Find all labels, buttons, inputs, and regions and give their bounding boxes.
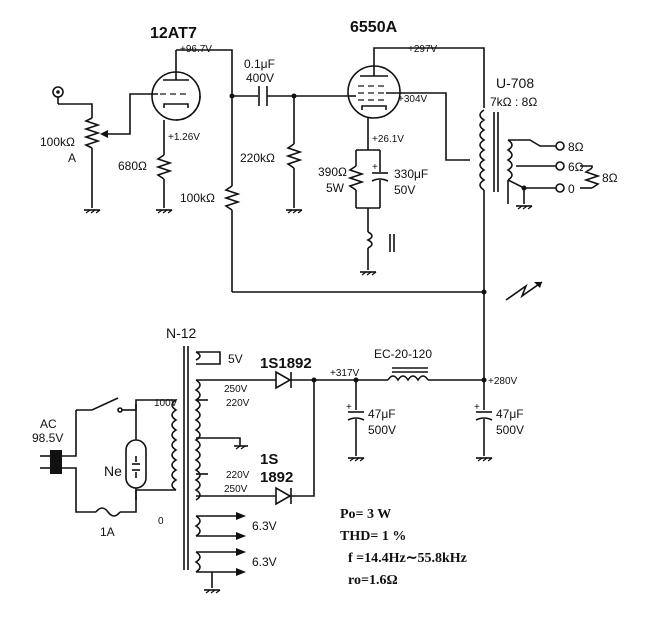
ground-symbol (286, 209, 303, 214)
capacitor-330uf-voltage: 50V (394, 183, 415, 197)
tube-6550a-label: 6550A (350, 19, 398, 36)
diode-1s1892-b (275, 486, 292, 506)
secondary-220-label-a: 220V (226, 398, 250, 409)
secondary-250-label-a: 250V (224, 384, 248, 395)
diode-1-label: 1S1892 (260, 355, 312, 372)
ground-symbol (360, 271, 377, 276)
signal-arrow (505, 281, 543, 301)
diode-1s1892-a (275, 370, 292, 390)
ground-symbol (234, 445, 248, 450)
fuse-label: 1A (100, 525, 115, 539)
ground-symbol (476, 457, 493, 462)
ground-symbol (84, 209, 101, 214)
svg-text:+: + (474, 402, 480, 413)
secondary-250-label-b: 250V (224, 484, 248, 495)
power-transformer (171, 346, 189, 570)
resistor-680 (155, 154, 173, 180)
voltage-rectified: +317V (330, 368, 360, 379)
secondary-5v-label: 5V (228, 352, 243, 366)
svg-text:+: + (346, 402, 352, 413)
output-transformer (479, 109, 513, 192)
filter-cap-2-value: 47μF (496, 407, 524, 421)
pot-wiper-arrow (100, 130, 108, 138)
resistor-390-watt: 5W (326, 181, 345, 195)
spec-frequency: f =14.4Hz∼55.8kHz (348, 551, 467, 566)
neon-label: Ne (104, 463, 122, 479)
secondary-220-label-b: 220V (226, 470, 250, 481)
power-transformer-label: N-12 (166, 325, 197, 341)
mains-label: AC (40, 417, 57, 431)
svg-text:+: + (372, 162, 378, 173)
voltage-cathode-6550a: +26.1V (372, 134, 404, 145)
primary-zero-label: 0 (158, 516, 164, 527)
resistor-680-label: 680Ω (118, 159, 147, 173)
tap-6-label: 6Ω (568, 160, 584, 174)
heater-63-label-b: 6.3V (252, 555, 277, 569)
resistor-390 (347, 165, 365, 191)
coupling-cap-value: 0.1μF (244, 57, 275, 71)
ground-symbol (156, 209, 173, 214)
voltage-cathode-12at7: +1.26V (168, 132, 200, 143)
resistor-220k (285, 143, 303, 169)
resistor-390-label: 390Ω (318, 165, 347, 179)
mains-voltage: 98.5V (32, 431, 63, 445)
fuse-1a (95, 507, 121, 517)
spec-output-impedance: ro=1.6Ω (348, 573, 398, 588)
ground-symbol (516, 205, 533, 210)
choke-inductor (387, 367, 429, 382)
tap-0-label: 0 (568, 182, 575, 196)
output-transformer-ratio: 7kΩ : 8Ω (490, 95, 537, 109)
spec-thd: THD= 1 % (340, 529, 406, 544)
coupling-cap-voltage: 400V (246, 71, 274, 85)
input-pot-label: 100kΩ (40, 135, 75, 149)
resistor-100k-label: 100kΩ (180, 191, 215, 205)
mains-plug (40, 450, 62, 474)
diode-2-label-b: 1892 (260, 469, 293, 486)
primary-100v-label: 100V (154, 398, 178, 409)
voltage-screen-6550a: +304V (398, 94, 428, 105)
ground-symbol (204, 589, 221, 594)
resistor-220k-label: 220kΩ (240, 151, 275, 165)
diode-2-label-a: 1S (260, 451, 278, 468)
filter-cap-1-voltage: 500V (368, 423, 396, 437)
spec-output-power: Po= 3 W (340, 507, 391, 522)
input-potentiometer (83, 117, 101, 149)
output-transformer-label: U-708 (496, 75, 534, 91)
input-pot-taper: A (68, 151, 76, 165)
filter-cap-2-voltage: 500V (496, 423, 524, 437)
tube-12at7-label: 12AT7 (150, 25, 197, 42)
capacitor-330uf-label: 330μF (394, 167, 428, 181)
voltage-filtered: +280V (488, 376, 518, 387)
tap-0-terminal (555, 183, 565, 193)
ground-symbol (348, 457, 365, 462)
resistor-100k-plate (223, 185, 241, 211)
feedback-coil (366, 231, 373, 249)
neon-indicator (125, 439, 147, 489)
choke-label: EC-20-120 (374, 347, 432, 361)
tap-8-label: 8Ω (568, 140, 584, 154)
tap-6-terminal (555, 161, 565, 171)
tap-8-terminal (555, 141, 565, 151)
heater-63-label-a: 6.3V (252, 519, 277, 533)
speaker-load-label: 8Ω (602, 171, 618, 185)
filter-cap-1-value: 47μF (368, 407, 396, 421)
voltage-plate-6550a: +297V (408, 44, 438, 55)
